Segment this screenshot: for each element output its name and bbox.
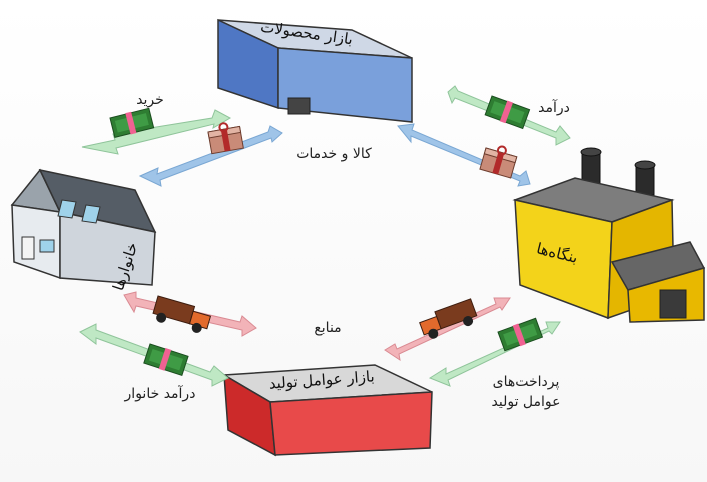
factor-market-building: بازار عوامل تولید (221, 364, 433, 457)
flow-label-factor-payments-2: عوامل تولید (492, 394, 561, 410)
firms-building: بنگاه‌ها (512, 147, 706, 323)
flow-label-purchase: خرید (136, 92, 164, 108)
truck-icon (152, 295, 212, 333)
gift-box-icon (207, 122, 244, 155)
resources-to-firms-arrow (384, 297, 511, 362)
money-bundle-icon (484, 95, 531, 130)
households-building: خانوارها (10, 168, 157, 293)
flow-label-household-income: درآمد خانوار (124, 385, 196, 402)
flow-label-factor-payments-1: پرداخت‌های (493, 374, 560, 390)
purchase-money-arrow (81, 109, 232, 155)
money-bundle-icon (497, 317, 544, 352)
money-bundle-icon (143, 343, 189, 377)
flow-label-goods-services: کالا و خدمات (296, 146, 372, 162)
goods-to-households-arrow (138, 125, 283, 187)
truck-icon (419, 298, 478, 339)
gift-box-icon (479, 145, 518, 179)
flow-label-resources: منابع (314, 320, 341, 336)
money-bundle-icon (109, 107, 155, 139)
flow-label-income: درآمد (538, 99, 570, 116)
goods-market-building: بازار محصولات (217, 18, 413, 123)
